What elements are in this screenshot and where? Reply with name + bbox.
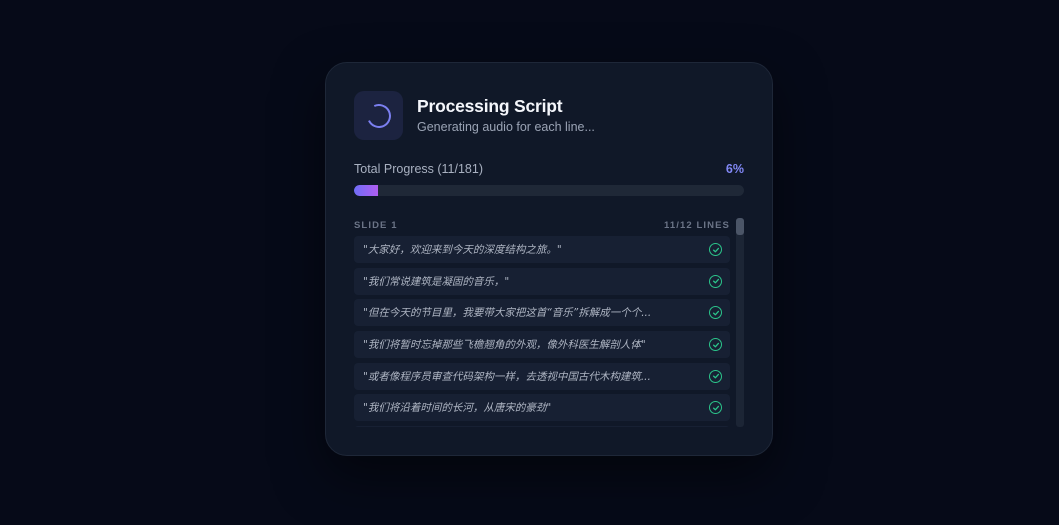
card-header: Processing Script Generating audio for e… bbox=[354, 91, 595, 140]
check-circle-icon bbox=[709, 401, 722, 415]
line-text: "或者像程序员审查代码架构一样，去透视中国古代木构建筑... bbox=[363, 370, 651, 383]
line-text: "我们将沿着时间的长河，从唐宋的豪劲" bbox=[363, 402, 552, 415]
check-circle-icon bbox=[709, 306, 722, 320]
line-text: "我们将暂时忘掉那些飞檐翘角的外观，像外科医生解剖人体" bbox=[363, 339, 646, 352]
line-text: "大家好，欢迎来到今天的深度结构之旅。" bbox=[363, 244, 562, 256]
progress-percent: 6% bbox=[725, 162, 744, 176]
scrollbar-thumb[interactable] bbox=[736, 218, 744, 235]
line-text: "我们常说建筑是凝固的音乐，" bbox=[363, 275, 510, 288]
slide-line-count: 11/12 LINES bbox=[664, 219, 730, 231]
progress-bar bbox=[354, 185, 744, 196]
check-circle-icon bbox=[709, 369, 722, 383]
progress-row: Total Progress (11/181) 6% bbox=[354, 162, 744, 176]
lines-list[interactable]: SLIDE 1 11/12 LINES "大家好，欢迎来到今天的深度结构之旅。"… bbox=[354, 217, 730, 427]
progress-label: Total Progress (11/181) bbox=[354, 162, 483, 176]
list-item: "但在今天的节目里，我要带大家把这首“音乐”拆解成一个个... bbox=[354, 299, 730, 327]
card-title: Processing Script bbox=[417, 96, 563, 116]
slide-label: SLIDE 1 bbox=[354, 219, 398, 231]
processing-card: Processing Script Generating audio for e… bbox=[325, 62, 773, 456]
card-subtitle: Generating audio for each line... bbox=[417, 120, 595, 134]
check-circle-icon bbox=[709, 243, 722, 256]
line-text: "但在今天的节目里，我要带大家把这首“音乐”拆解成一个个... bbox=[363, 307, 652, 320]
list-scrollbar[interactable] bbox=[736, 218, 744, 427]
list-item bbox=[354, 426, 730, 427]
spinner-icon bbox=[363, 100, 394, 131]
list-item: "我们将暂时忘掉那些飞檐翘角的外观，像外科医生解剖人体" bbox=[354, 331, 730, 359]
check-circle-icon bbox=[709, 274, 722, 288]
list-item: "大家好，欢迎来到今天的深度结构之旅。" bbox=[354, 236, 730, 263]
list-item: "我们将沿着时间的长河，从唐宋的豪劲" bbox=[354, 394, 730, 422]
progress-bar-fill bbox=[354, 185, 378, 196]
list-item: "我们常说建筑是凝固的音乐，" bbox=[354, 267, 730, 295]
list-item: "或者像程序员审查代码架构一样，去透视中国古代木构建筑... bbox=[354, 362, 730, 390]
spinner-container bbox=[354, 91, 403, 140]
check-circle-icon bbox=[709, 338, 722, 352]
slide-header: SLIDE 1 11/12 LINES bbox=[354, 217, 730, 233]
